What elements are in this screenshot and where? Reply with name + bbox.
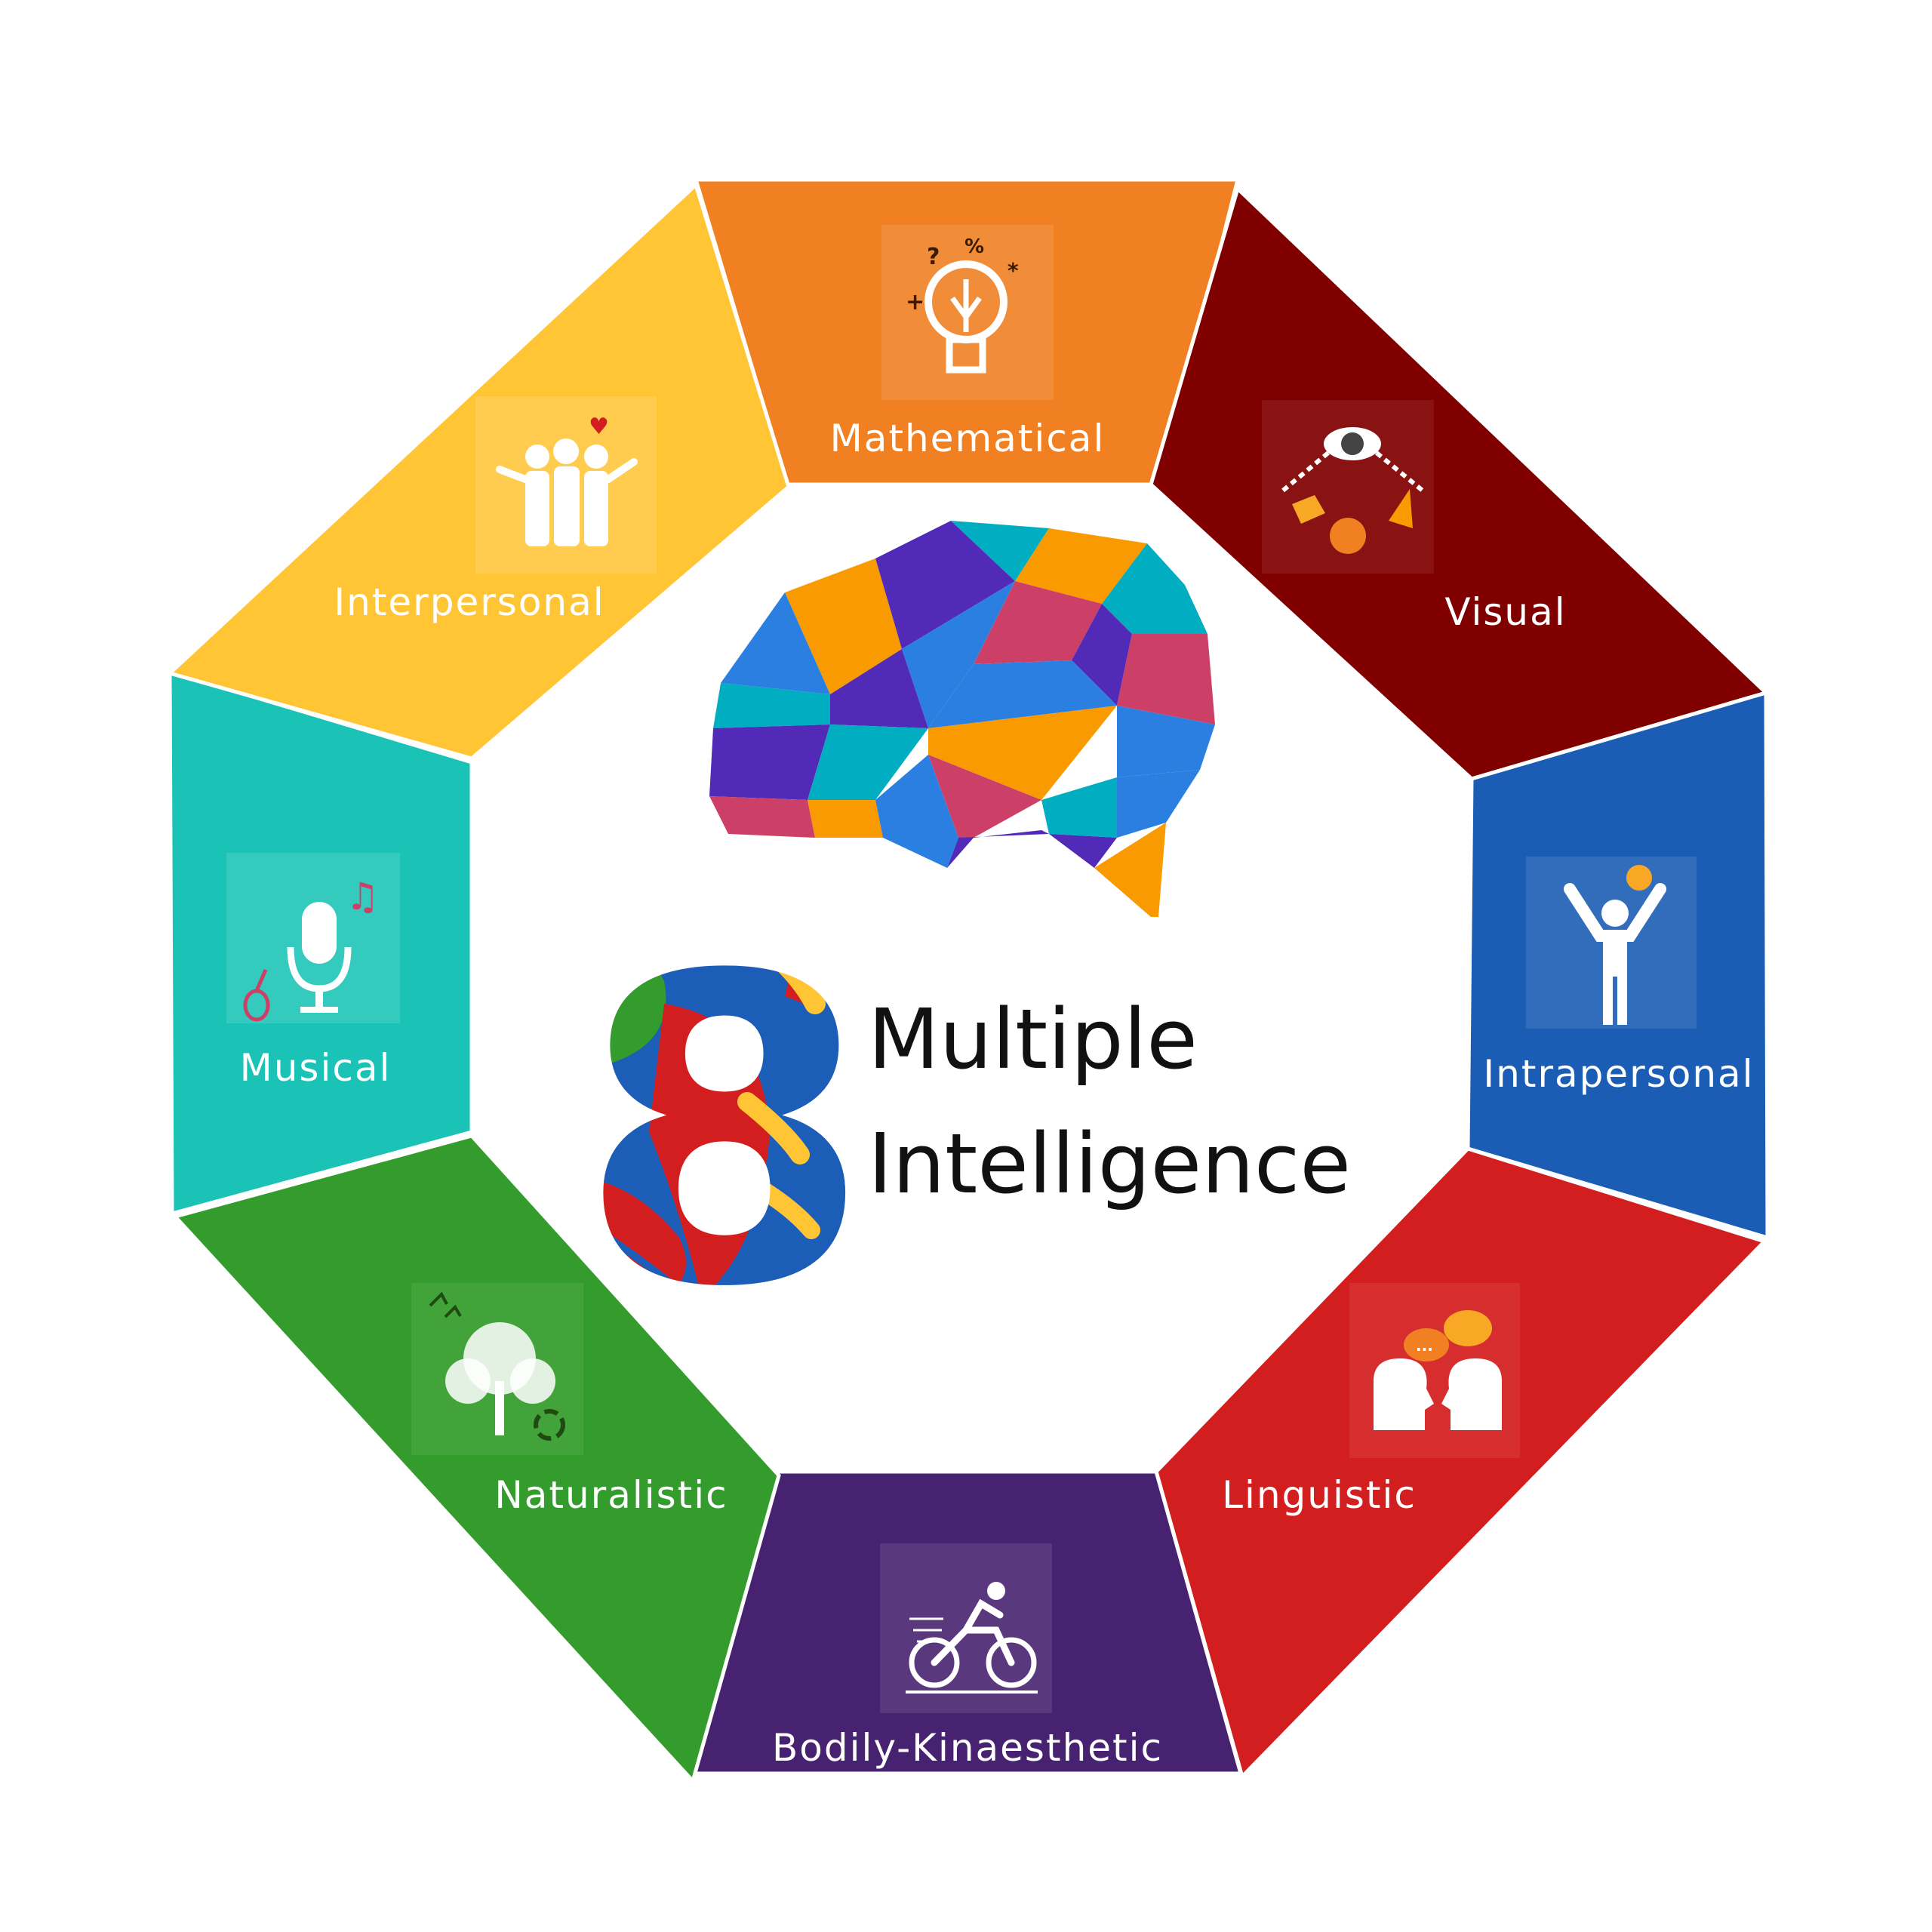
- brain-icon: [709, 521, 1215, 917]
- svg-text:♫: ♫: [346, 875, 380, 918]
- segment-visual[interactable]: Visual: [1149, 185, 1770, 781]
- microphone-music-icon: ♫: [226, 853, 400, 1023]
- svg-text:?: ?: [927, 244, 940, 270]
- group-people-icon: ♥: [475, 396, 657, 574]
- svg-text:...: ...: [1416, 1337, 1433, 1355]
- number-eight-text: 8: [577, 888, 872, 1380]
- segment-interpersonal[interactable]: ♥ Interpersonal: [166, 181, 791, 761]
- eye-shapes-icon: [1262, 400, 1434, 574]
- segment-bodily-kinaesthetic-label: Bodily-Kinaesthetic: [772, 1726, 1163, 1770]
- two-heads-speech-icon: ...: [1349, 1283, 1520, 1458]
- segment-interpersonal-label: Interpersonal: [334, 580, 605, 624]
- segment-naturalistic-shape: [171, 1134, 781, 1785]
- segment-linguistic[interactable]: ... Linguistic: [1154, 1146, 1768, 1780]
- center-title-line2: Intelligence: [868, 1115, 1351, 1212]
- segment-musical-label: Musical: [240, 1046, 392, 1090]
- person-arms-raised-icon: [1526, 857, 1697, 1029]
- cyclist-icon: [880, 1543, 1052, 1713]
- segment-visual-shape: [1149, 185, 1770, 781]
- segment-mathematical[interactable]: ? % + * Mathematical: [693, 177, 1241, 487]
- segment-intrapersonal[interactable]: Intrapersonal: [1466, 690, 1770, 1241]
- segment-linguistic-label: Linguistic: [1222, 1473, 1417, 1517]
- svg-text:*: *: [1008, 258, 1019, 283]
- segment-bodily-kinaesthetic[interactable]: Bodily-Kinaesthetic: [690, 1469, 1244, 1776]
- segment-naturalistic[interactable]: Naturalistic: [171, 1134, 781, 1785]
- svg-text:♥: ♥: [589, 414, 609, 440]
- segment-mathematical-label: Mathematical: [830, 417, 1106, 460]
- segment-naturalistic-label: Naturalistic: [494, 1473, 728, 1517]
- segment-interpersonal-shape: [166, 181, 791, 761]
- center-title-line1: Multiple: [868, 991, 1198, 1088]
- segment-visual-label: Visual: [1444, 590, 1566, 634]
- tree-recycle-icon: [411, 1283, 583, 1455]
- lightbulb-head-icon: ? % + *: [881, 225, 1054, 400]
- svg-text:%: %: [964, 235, 984, 258]
- segment-intrapersonal-label: Intrapersonal: [1483, 1052, 1754, 1096]
- number-eight-graphic: 8: [577, 888, 872, 1380]
- segment-linguistic-shape: [1154, 1146, 1768, 1780]
- segment-musical[interactable]: ♫ Musical: [168, 669, 474, 1217]
- svg-text:+: +: [906, 289, 924, 315]
